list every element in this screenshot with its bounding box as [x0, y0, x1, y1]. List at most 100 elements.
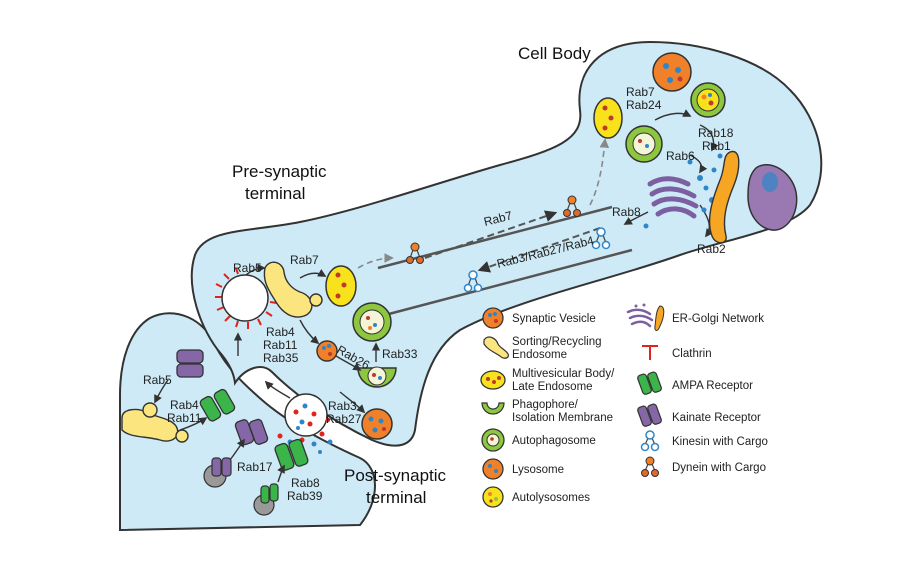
- nucleus: [747, 163, 798, 231]
- legend-lysosome: Lysosome: [512, 464, 564, 476]
- rab1-label: Rab1: [702, 139, 731, 153]
- rab4-pre-label: Rab4: [266, 325, 295, 339]
- clathrin-coated-vesicle: [215, 267, 278, 329]
- rab7-pre-label: Rab7: [290, 253, 319, 267]
- autophagosome-cellbody: [625, 125, 663, 163]
- dynein-cargo-axon-2: [563, 195, 581, 217]
- kinesin-cargo-axon: [463, 270, 483, 293]
- mvb-cellbody: [593, 97, 623, 139]
- rab2-label: Rab2: [697, 242, 726, 256]
- rab8-top-label: Rab8: [612, 205, 641, 219]
- kinesin-cargo-axon-2: [591, 227, 611, 250]
- multivesicular-body-icon: [480, 370, 506, 390]
- rab4-rab11-post-arrow: [179, 417, 208, 431]
- rab5-post-label: Rab5: [143, 373, 172, 387]
- postsynaptic-title-line1: Post-synaptic: [344, 466, 447, 485]
- rab3-rab27-rab4-transport-arrow: [477, 227, 601, 273]
- rab11-post-label: Rab11: [167, 411, 202, 425]
- golgi-apparatus: [647, 176, 699, 219]
- rab17-label: Rab17: [237, 460, 273, 474]
- rab5-pre-label: Rab5: [233, 261, 262, 275]
- phagophore-pre: [357, 366, 397, 388]
- mvb-to-axon-arrow: [357, 253, 394, 269]
- lysosome-icon: [482, 458, 504, 480]
- rab5-arrow: [245, 263, 266, 276]
- rab8-cellbody-arrow: [623, 211, 649, 225]
- rab7-axon-label: Rab7: [482, 208, 514, 229]
- legend-kinesin: Kinesin with Cargo: [672, 436, 768, 448]
- lysosome-cellbody: [652, 52, 692, 92]
- rab7-transport-arrow: [424, 210, 558, 259]
- rab18-arrow: [699, 124, 719, 152]
- rab4-rab11-rab35-arrow: [299, 319, 320, 345]
- rab4-post-label: Rab4: [170, 398, 199, 412]
- legend: Synaptic Vesicle Sorting/Recycling Endos…: [480, 303, 768, 508]
- postsynaptic-title-line2: terminal: [366, 488, 426, 507]
- legend-autophagosome: Autophagosome: [512, 435, 596, 447]
- ampa-receptor-vesicle: [253, 483, 279, 516]
- dynein-cargo-axon: [406, 242, 424, 264]
- fusing-vesicle: [284, 393, 328, 437]
- legend-synaptic-vesicle: Synaptic Vesicle: [512, 313, 596, 325]
- er-golgi-icon: [626, 303, 665, 331]
- rab18-label: Rab18: [698, 126, 734, 140]
- legend-autolysosome: Autolysosomes: [512, 492, 590, 504]
- rab35-label: Rab35: [263, 351, 299, 365]
- dynein-cargo-icon: [641, 456, 659, 477]
- autophagosome-icon: [481, 428, 505, 452]
- kainate-receptor-2: [234, 418, 269, 446]
- rab33-label: Rab33: [382, 347, 418, 361]
- phagophore-icon: [481, 402, 505, 415]
- endoplasmic-reticulum: [708, 150, 740, 244]
- kainate-receptor-icon: [637, 403, 662, 427]
- legend-er-golgi: ER-Golgi Network: [672, 313, 764, 325]
- presynaptic-neuron-membrane: [190, 40, 823, 447]
- presynaptic-title-line1: Pre-synaptic: [232, 162, 327, 181]
- ampa-receptor-2: [274, 438, 309, 471]
- rab27-label: Rab27: [326, 412, 362, 426]
- legend-dynein: Dynein with Cargo: [672, 462, 766, 474]
- exo-arrow: [264, 380, 291, 399]
- legend-sorting-endosome-l1: Sorting/Recycling: [512, 336, 601, 348]
- rab3-label: Rab3: [328, 399, 357, 413]
- rab11-pre-label: Rab11: [263, 338, 298, 352]
- sorting-endosome-pre: [263, 261, 323, 318]
- presynaptic-title-line2: terminal: [245, 184, 305, 203]
- autolysosome-icon: [482, 486, 504, 508]
- cell-body-title: Cell Body: [518, 44, 591, 63]
- sorting-endosome-icon: [483, 336, 509, 359]
- legend-clathrin: Clathrin: [672, 348, 712, 360]
- ampa-receptor-icon: [637, 371, 662, 395]
- kainate-receptor-1: [176, 349, 204, 378]
- legend-mvb-l1: Multivesicular Body/: [512, 368, 615, 380]
- rab3-rab27-arrow: [339, 391, 366, 414]
- legend-ampa: AMPA Receptor: [672, 380, 753, 392]
- rab7-pre-arrow: [299, 269, 327, 279]
- rab8-rab39-arrow: [277, 464, 285, 483]
- rab6-arrow: [689, 154, 708, 174]
- rab7-top-label: Rab7: [626, 85, 655, 99]
- synaptic-vesicle-pre: [316, 340, 338, 362]
- legend-phagophore-l1: Phagophore/: [512, 399, 579, 411]
- rab6-label: Rab6: [666, 149, 695, 163]
- kainate-receptor-vesicle: [203, 457, 232, 488]
- legend-sorting-endosome-l2: Endosome: [512, 349, 567, 361]
- retrograde-to-cellbody-arrow: [589, 138, 610, 206]
- rab17-arrow: [229, 438, 245, 461]
- lysosome-pre: [361, 408, 393, 440]
- mvb-pre: [325, 265, 357, 307]
- rab24-label: Rab24: [626, 98, 662, 112]
- autophagosome-pre: [352, 302, 392, 342]
- rab7-rab24-arrow: [654, 109, 692, 121]
- sorting-endosome-post: [121, 402, 189, 443]
- legend-mvb-l2: Late Endosome: [512, 381, 593, 393]
- ampa-receptor-1: [199, 388, 236, 422]
- kinesin-cargo-icon: [640, 430, 660, 452]
- rab26-arrow: [335, 355, 362, 371]
- microtubule-2: [384, 248, 633, 317]
- rab8-post-label: Rab8: [291, 476, 320, 490]
- rab5-post-arrow: [154, 379, 169, 404]
- clathrin-icon: [642, 345, 658, 360]
- legend-phagophore-l2: Isolation Membrane: [512, 412, 613, 424]
